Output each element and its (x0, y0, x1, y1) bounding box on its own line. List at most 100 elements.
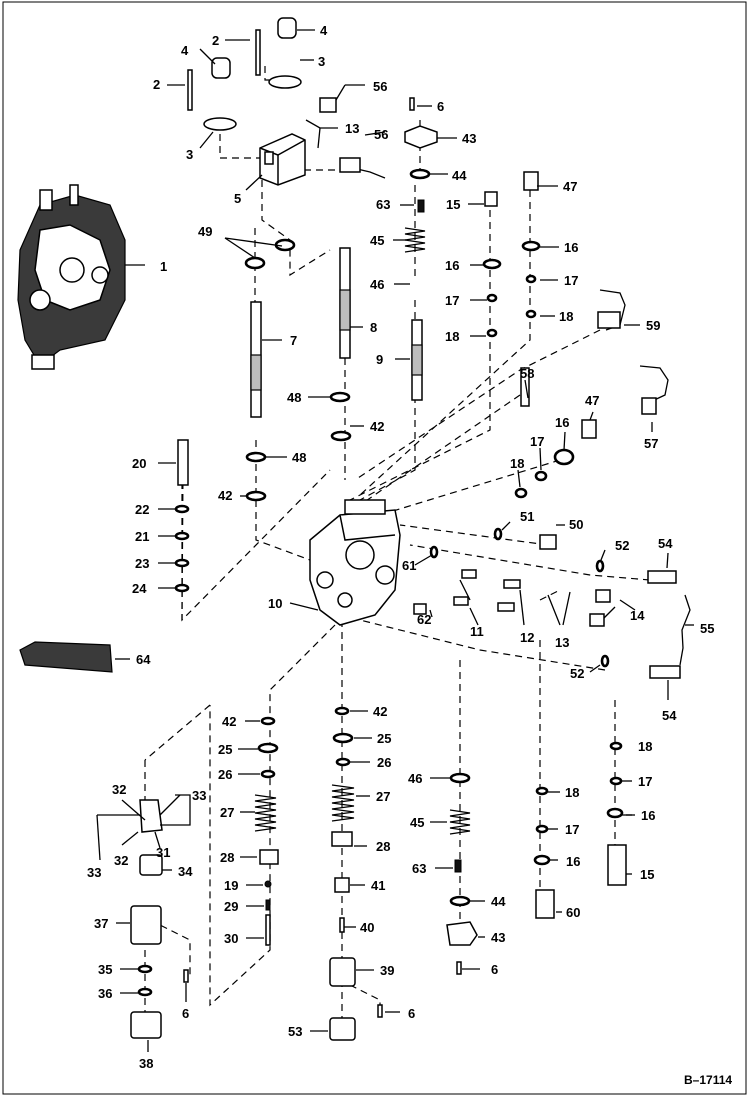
callout-41: 41 (371, 878, 385, 893)
callout-24: 24 (132, 581, 147, 596)
part-main-valve-assembly (17, 184, 126, 370)
callout-47: 47 (563, 179, 577, 194)
callout-63: 63 (412, 861, 426, 876)
callout-42: 42 (373, 704, 387, 719)
callout-49: 49 (198, 224, 212, 239)
callout-10: 10 (268, 596, 282, 611)
part-spools (177, 29, 423, 486)
callout-43: 43 (462, 131, 476, 146)
callout-50: 50 (569, 517, 583, 532)
callout-31: 31 (156, 845, 170, 860)
callout-42: 42 (222, 714, 236, 729)
callout-17: 17 (445, 293, 459, 308)
callout-13: 13 (345, 121, 359, 136)
callout-56: 56 (373, 79, 387, 94)
callout-48: 48 (287, 390, 301, 405)
part-small-bits (183, 97, 530, 1018)
callout-16: 16 (566, 854, 580, 869)
callout-37: 37 (94, 916, 108, 931)
callout-28: 28 (376, 839, 390, 854)
callout-17: 17 (565, 822, 579, 837)
callout-17: 17 (564, 273, 578, 288)
callout-15: 15 (640, 867, 654, 882)
callout-17: 17 (638, 774, 652, 789)
callout-25: 25 (377, 731, 391, 746)
callout-56: 56 (374, 127, 388, 142)
callout-54: 54 (662, 708, 677, 723)
callout-53: 53 (288, 1024, 302, 1039)
callout-6: 6 (491, 962, 498, 977)
callout-labels: 4 4 2 2 3 3 56 56 13 6 43 44 5 47 15 63 … (87, 23, 714, 1071)
callout-47: 47 (585, 393, 599, 408)
callout-55: 55 (700, 621, 714, 636)
callout-39: 39 (380, 963, 394, 978)
callout-42: 42 (370, 419, 384, 434)
callout-25: 25 (218, 742, 232, 757)
callout-29: 29 (224, 899, 238, 914)
callout-44: 44 (452, 168, 467, 183)
callout-18: 18 (565, 785, 579, 800)
callout-61: 61 (402, 558, 416, 573)
callout-58: 58 (520, 366, 534, 381)
callout-16: 16 (641, 808, 655, 823)
callout-12: 12 (520, 630, 534, 645)
callout-15: 15 (446, 197, 460, 212)
callout-14: 14 (630, 608, 645, 623)
callout-23: 23 (135, 556, 149, 571)
part-solenoid (259, 133, 306, 186)
part-tubes-and-wires (319, 84, 691, 679)
callout-18: 18 (445, 329, 459, 344)
callout-4: 4 (181, 43, 189, 58)
callout-60: 60 (566, 905, 580, 920)
callout-6: 6 (408, 1006, 415, 1021)
callout-6: 6 (437, 99, 444, 114)
callout-45: 45 (370, 233, 384, 248)
callout-35: 35 (98, 962, 112, 977)
drawing-reference-number: B–17114 (684, 1073, 732, 1087)
callout-38: 38 (139, 1056, 153, 1071)
part-64-strip (19, 641, 113, 673)
callout-62: 62 (417, 612, 431, 627)
callout-34: 34 (178, 864, 193, 879)
callout-46: 46 (370, 277, 384, 292)
callout-16: 16 (555, 415, 569, 430)
callout-3: 3 (186, 147, 193, 162)
callout-22: 22 (135, 502, 149, 517)
callout-63: 63 (376, 197, 390, 212)
callout-13: 13 (555, 635, 569, 650)
callout-3: 3 (318, 54, 325, 69)
callout-20: 20 (132, 456, 146, 471)
callout-17: 17 (530, 434, 544, 449)
callout-40: 40 (360, 920, 374, 935)
callout-32: 32 (114, 853, 128, 868)
callout-43: 43 (491, 930, 505, 945)
part-caps-and-fittings (130, 17, 627, 1041)
callout-30: 30 (224, 931, 238, 946)
callout-33: 33 (192, 788, 206, 803)
callout-26: 26 (218, 767, 232, 782)
callout-26: 26 (377, 755, 391, 770)
part-rings-and-seals (137, 168, 624, 997)
callout-11: 11 (470, 624, 484, 639)
callout-2: 2 (212, 33, 219, 48)
callout-21: 21 (135, 529, 149, 544)
callout-32: 32 (112, 782, 126, 797)
callout-2: 2 (153, 77, 160, 92)
callout-48: 48 (292, 450, 306, 465)
callout-64: 64 (136, 652, 151, 667)
leader-lines (96, 29, 694, 1052)
callout-46: 46 (408, 771, 422, 786)
callout-52: 52 (570, 666, 584, 681)
callout-28: 28 (220, 850, 234, 865)
callout-45: 45 (410, 815, 424, 830)
callout-27: 27 (220, 805, 234, 820)
callout-19: 19 (224, 878, 238, 893)
part-valve-body (309, 499, 401, 626)
callout-54: 54 (658, 536, 673, 551)
callout-7: 7 (290, 333, 297, 348)
callout-18: 18 (559, 309, 573, 324)
callout-1: 1 (160, 259, 167, 274)
callout-33: 33 (87, 865, 101, 880)
callout-52: 52 (615, 538, 629, 553)
